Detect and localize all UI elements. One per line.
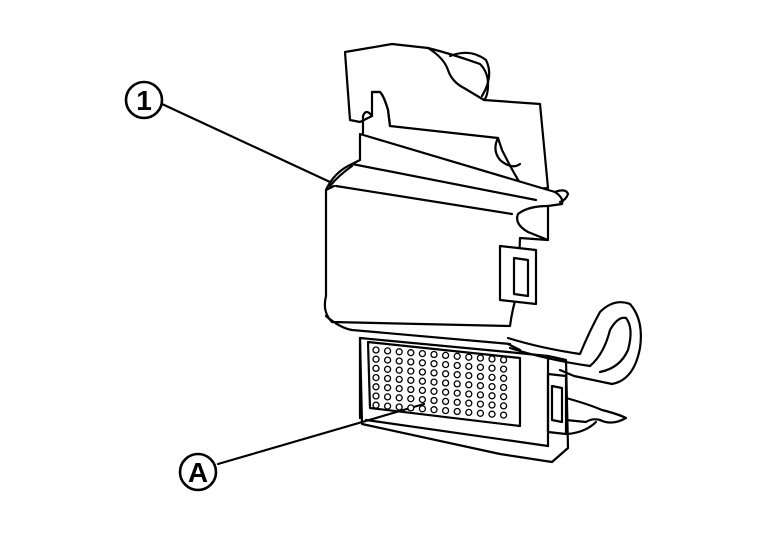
pin-hole — [476, 382, 485, 390]
pin-hole — [430, 350, 438, 359]
pin-hole — [430, 387, 438, 395]
leader-lines — [160, 102, 426, 466]
pin-hole — [476, 409, 485, 417]
pin-hole — [488, 373, 496, 382]
pin-hole — [407, 376, 415, 384]
pin-hole — [453, 380, 461, 388]
pin-hole — [488, 364, 496, 372]
callout-a: A — [178, 452, 218, 492]
pin-hole — [465, 390, 473, 398]
pin-hole — [383, 384, 392, 392]
pin-hole — [372, 346, 380, 354]
pin-hole — [407, 395, 415, 403]
pin-hole — [430, 360, 438, 368]
pin-hole — [453, 371, 461, 379]
callout-a-label: A — [188, 457, 208, 488]
pin-hole — [395, 403, 403, 411]
pin-hole — [476, 354, 485, 362]
leader-line-a — [216, 402, 426, 466]
pin-hole — [395, 394, 403, 402]
pin-hole — [418, 349, 427, 358]
pin-hole — [453, 352, 461, 360]
pin-hole — [372, 364, 380, 373]
pin-hole — [383, 365, 392, 373]
pin-hole — [476, 363, 485, 371]
pin-hole — [383, 393, 392, 401]
pin-hole — [372, 401, 380, 409]
callout-1: 1 — [124, 80, 164, 120]
pin-hole — [499, 374, 508, 382]
pin-hole — [430, 369, 438, 377]
pin-hole — [453, 407, 461, 416]
pin-hole — [418, 377, 427, 385]
pin-hole — [465, 408, 473, 417]
pin-hole — [499, 393, 508, 401]
pin-hole — [465, 362, 473, 371]
pin-hole — [418, 386, 427, 395]
pin-hole — [476, 391, 485, 399]
pin-hole — [430, 378, 438, 386]
pin-hole — [372, 383, 380, 391]
pin-hole — [441, 370, 450, 378]
pin-hole — [407, 367, 415, 375]
pin-hole — [395, 357, 403, 365]
pin-hole — [441, 388, 450, 396]
pin-hole — [383, 356, 392, 364]
pin-hole — [499, 411, 508, 419]
leader-line-1 — [160, 102, 332, 184]
pin-hole — [476, 400, 485, 408]
pin-hole — [418, 395, 427, 404]
pin-hole — [407, 358, 415, 366]
pin-hole — [465, 381, 473, 389]
pin-hole — [453, 389, 461, 397]
wire-harness — [506, 301, 642, 436]
pin-hole — [395, 375, 403, 384]
pin-hole — [372, 373, 380, 382]
pin-hole — [407, 385, 415, 394]
pin-hole — [499, 365, 508, 373]
pin-hole — [441, 397, 450, 406]
pin-hole — [441, 360, 450, 369]
pin-hole — [430, 406, 438, 414]
pin-hole — [407, 404, 415, 412]
side-latch — [546, 372, 568, 436]
callout-1-label: 1 — [136, 85, 152, 116]
pin-grid — [372, 346, 508, 419]
pin-hole — [465, 371, 473, 380]
pin-hole — [441, 351, 450, 360]
pin-hole — [441, 379, 450, 387]
pin-hole — [441, 406, 450, 415]
pin-hole — [395, 348, 403, 356]
pin-hole — [407, 349, 415, 357]
pin-hole — [418, 368, 427, 376]
pin-hole — [488, 382, 496, 391]
pin-hole — [488, 392, 496, 400]
pin-hole — [488, 401, 496, 409]
pin-hole — [465, 353, 473, 361]
pin-hole — [383, 402, 392, 410]
pin-hole — [372, 355, 380, 363]
pin-hole — [453, 398, 461, 406]
pin-hole — [465, 399, 473, 407]
pin-hole — [418, 359, 427, 367]
lock-window — [498, 244, 538, 306]
pin-hole — [383, 347, 392, 355]
pin-hole — [383, 374, 392, 383]
pin-hole — [395, 384, 403, 393]
pin-hole — [499, 383, 508, 392]
pin-hole — [499, 402, 508, 410]
pin-hole — [372, 392, 380, 400]
pin-hole — [395, 366, 403, 374]
pin-hole — [418, 405, 427, 413]
pin-hole — [430, 396, 438, 405]
pin-hole — [453, 361, 461, 370]
pin-hole — [488, 410, 496, 418]
pin-hole — [488, 355, 496, 363]
pin-hole — [476, 372, 485, 381]
pin-hole — [499, 356, 508, 364]
